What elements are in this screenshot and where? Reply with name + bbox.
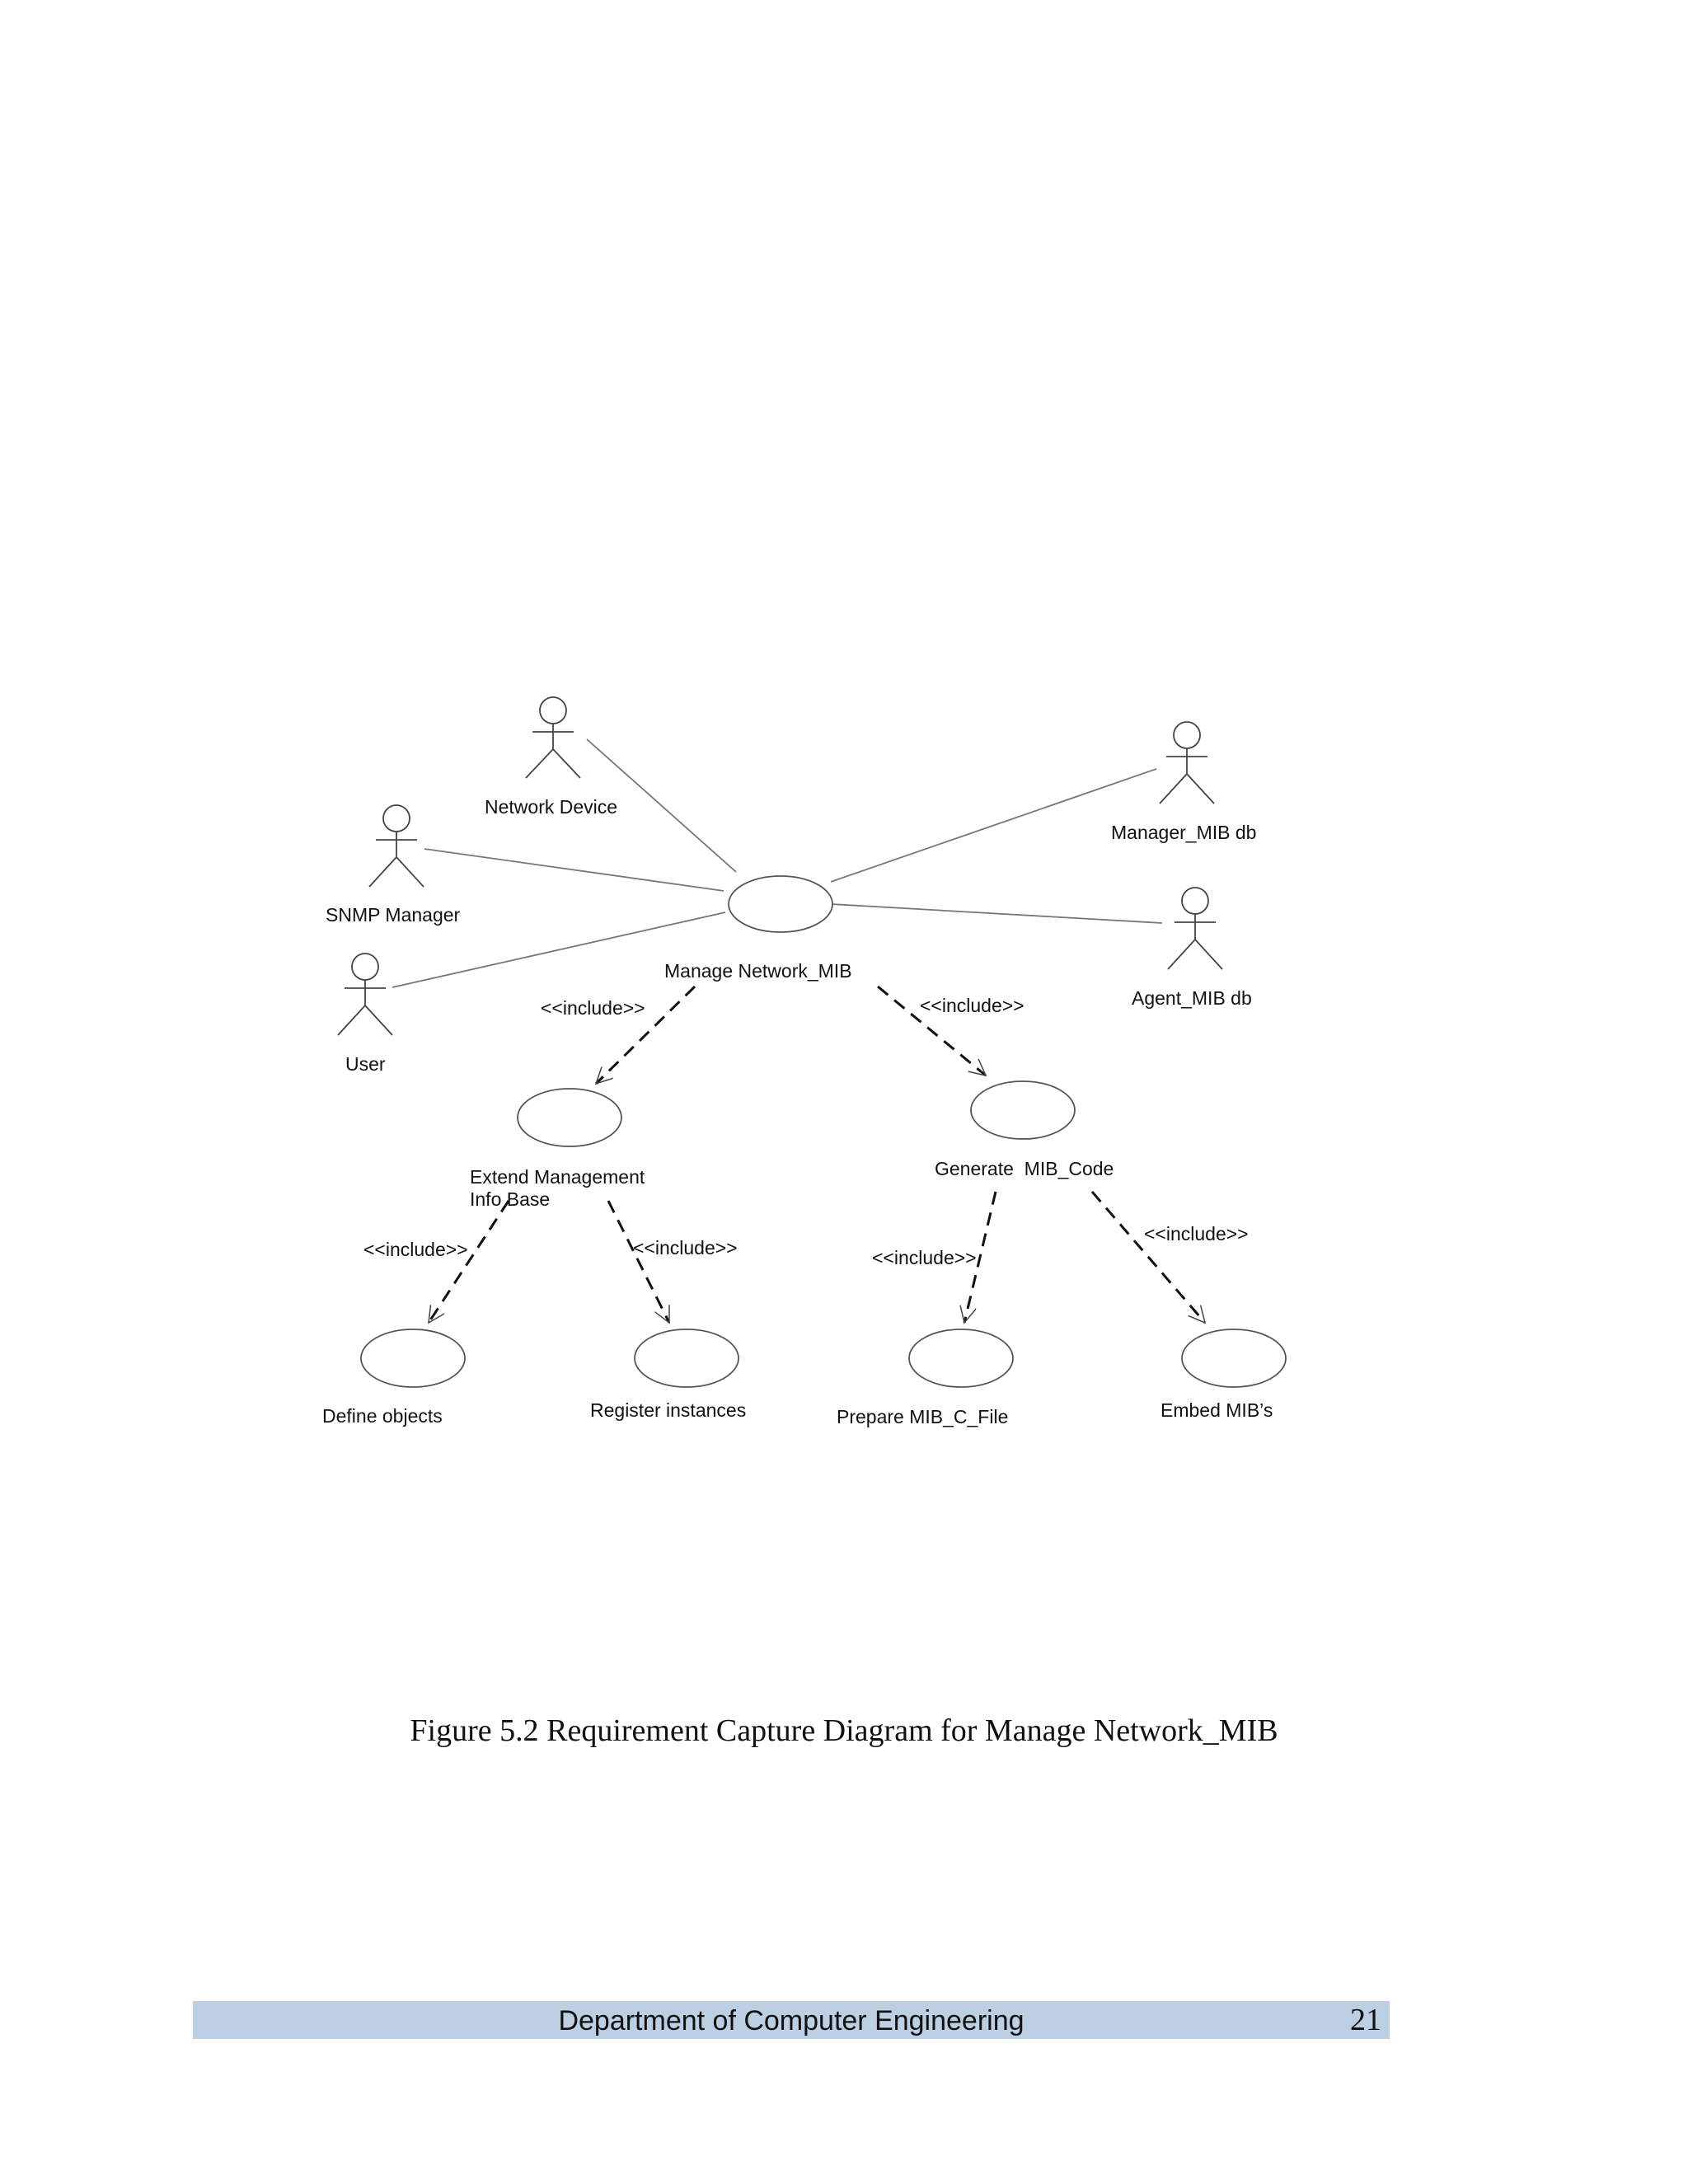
footer-page-number: 21 (1350, 2003, 1381, 2037)
register-instances-label: Register instances (590, 1399, 746, 1421)
include-edge-register-instances (607, 1200, 671, 1323)
use-case-prepare-mib-c-file (908, 1329, 1014, 1388)
use-case-extend-management-info-base (517, 1088, 622, 1147)
page-footer: Department of Computer Engineering 21 (193, 2001, 1390, 2039)
association-network-device (586, 738, 737, 873)
snmp-manager-actor-icon (368, 804, 424, 888)
include-label: <<include>> (633, 1237, 738, 1258)
include-label: <<include>> (363, 1239, 468, 1260)
include-label: <<include>> (1144, 1223, 1249, 1244)
extend-management-label-line1: Extend Management (470, 1166, 645, 1188)
use-case-define-objects (360, 1329, 466, 1388)
association-user (392, 912, 726, 988)
association-agent-mib-db (830, 903, 1163, 924)
use-case-manage-network-mib (728, 875, 833, 933)
snmp-manager-label: SNMP Manager (326, 904, 461, 926)
user-actor-icon (337, 953, 393, 1036)
include-edge-generate-mib-code (877, 985, 986, 1077)
footer-department: Department of Computer Engineering (558, 2005, 1025, 2036)
user-label: User (345, 1053, 386, 1075)
include-label: <<include>> (920, 995, 1025, 1016)
network-device-label: Network Device (485, 796, 617, 818)
prepare-mib-c-file-label: Prepare MIB_C_File (837, 1406, 1008, 1427)
include-edge-prepare-mib-c-file (964, 1191, 997, 1323)
figure-caption: Figure 5.2 Requirement Capture Diagram f… (410, 1713, 1278, 1748)
agent-mib-db-label: Agent_MIB db (1132, 987, 1252, 1009)
association-snmp-manager (424, 848, 724, 892)
manager-mib-db-label: Manager_MIB db (1111, 822, 1256, 843)
manage-network-mib-label: Manage Network_MIB (664, 960, 852, 982)
embed-mibs-label: Embed MIB’s (1160, 1399, 1273, 1421)
network-device-actor-icon (525, 696, 581, 779)
association-manager-mib-db (830, 768, 1157, 883)
manager-mib-db-actor-icon (1159, 721, 1215, 804)
extend-management-label-line2: Info Base (470, 1188, 550, 1210)
include-label: <<include>> (872, 1247, 977, 1268)
agent-mib-db-actor-icon (1167, 887, 1223, 970)
generate-mib-code-label: Generate MIB_Code (935, 1158, 1114, 1179)
use-case-register-instances (634, 1329, 739, 1388)
define-objects-label: Define objects (322, 1405, 443, 1427)
include-edge-embed-mibs (1090, 1191, 1207, 1323)
include-label: <<include>> (541, 997, 645, 1019)
include-edge-define-objects (427, 1200, 510, 1323)
use-case-generate-mib-code (970, 1080, 1076, 1140)
include-edge-extend-management (596, 985, 696, 1084)
use-case-embed-mibs (1181, 1329, 1287, 1388)
